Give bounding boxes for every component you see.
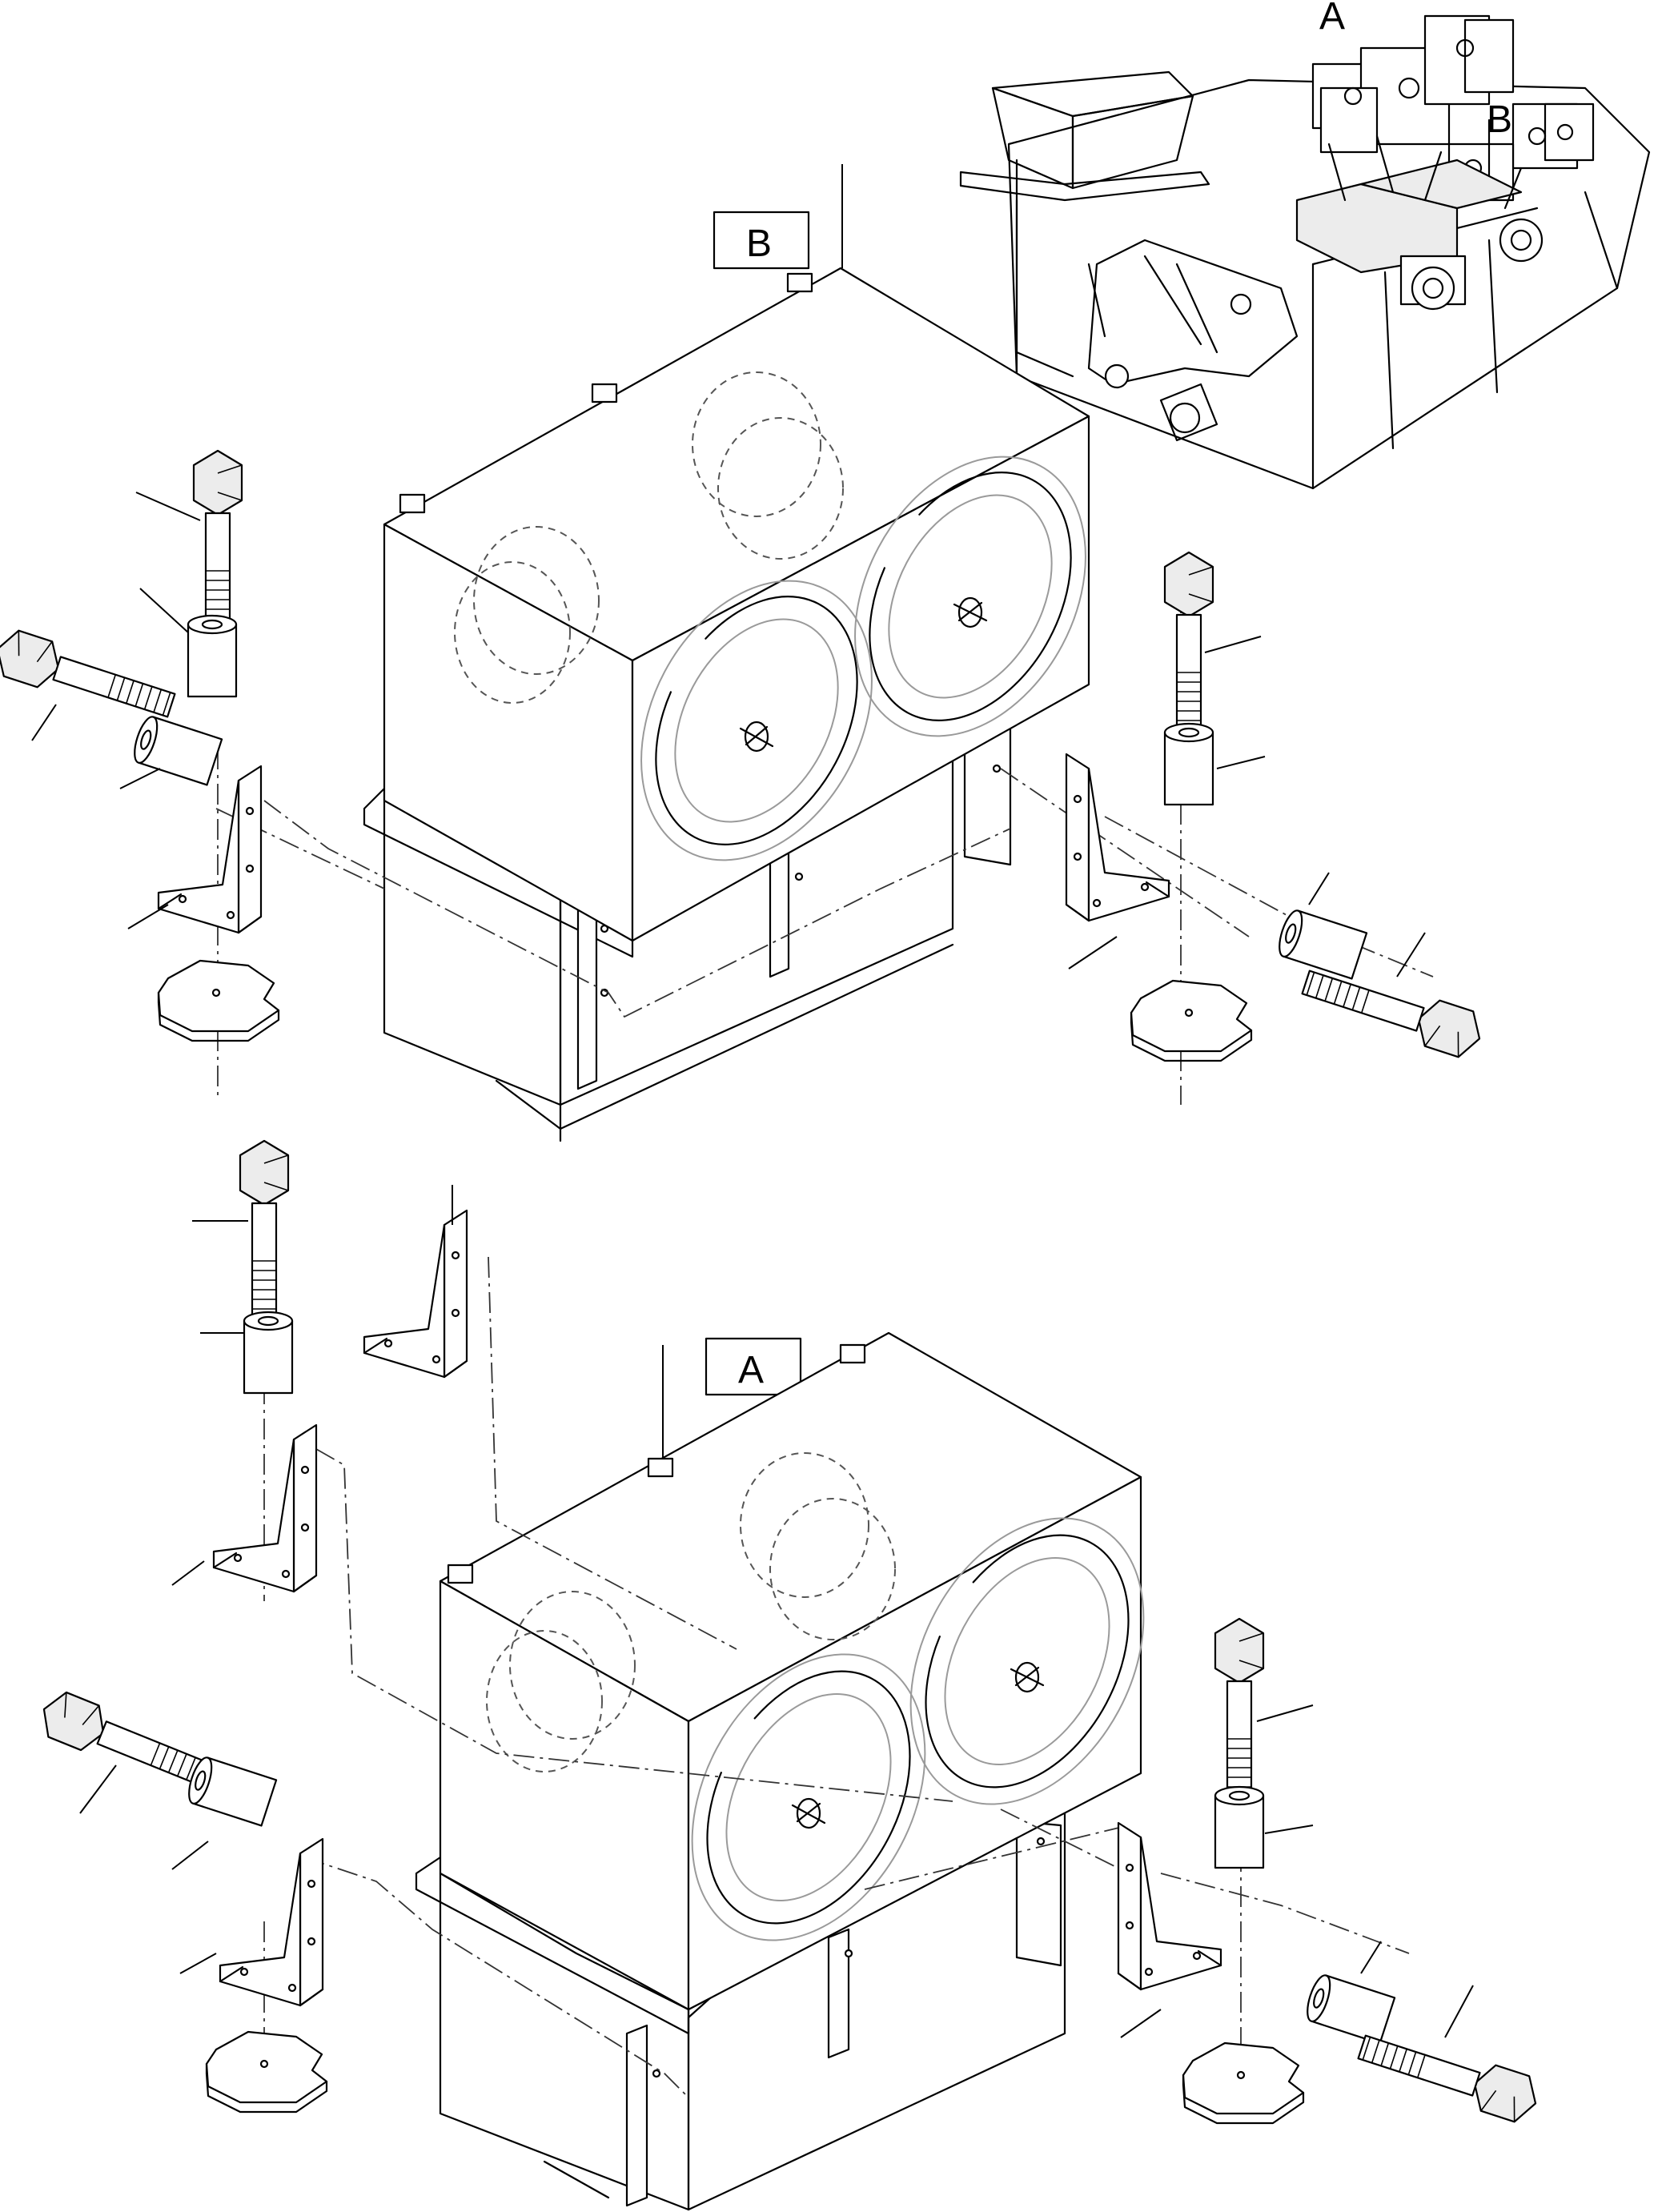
overview-cooler-cluster bbox=[1295, 14, 1595, 311]
machine-overview: A B bbox=[959, 0, 1651, 490]
detail-b-label: B bbox=[746, 223, 772, 265]
assembly-b: B bbox=[0, 164, 1488, 1142]
overview-label-a: A bbox=[1319, 0, 1345, 38]
overview-label-b: B bbox=[1487, 98, 1512, 141]
detail-a-label-box bbox=[705, 1337, 802, 1396]
detail-a-label: A bbox=[738, 1349, 764, 1391]
cooler-unit-b bbox=[383, 267, 1090, 942]
detail-b-label-box bbox=[713, 211, 810, 270]
cooler-unit-a bbox=[439, 1331, 1145, 2011]
assembly-a: A bbox=[34, 1139, 1544, 2211]
